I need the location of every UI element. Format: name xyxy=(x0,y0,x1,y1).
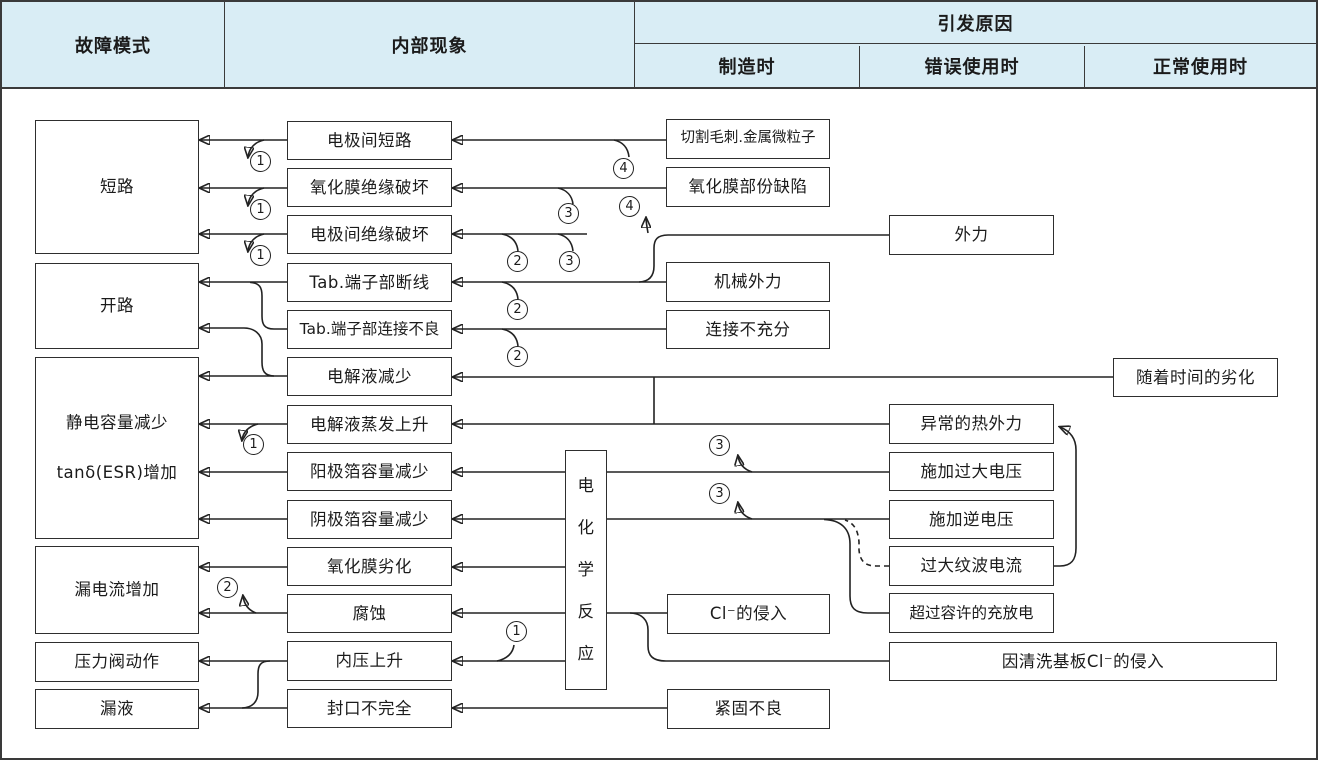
esr-increase-label: tanδ(ESR)增加 xyxy=(56,463,178,482)
node-poor-tightening: 紧固不良 xyxy=(667,689,830,729)
node-pressure-valve-operation: 压力阀动作 xyxy=(35,642,199,682)
node-internal-pressure-rise: 内压上升 xyxy=(287,641,452,681)
node-corrosion: 腐蚀 xyxy=(287,594,452,633)
node-anode-foil-capacity-decrease: 阳极箔容量减少 xyxy=(287,452,452,491)
node-cutting-burr-metal-particles: 切割毛刺.金属微粒子 xyxy=(666,119,830,159)
node-mechanical-force: 机械外力 xyxy=(666,262,830,302)
node-over-charge-discharge: 超过容许的充放电 xyxy=(889,593,1054,633)
node-inter-electrode-insulation-breakdown: 电极间绝缘破坏 xyxy=(287,215,452,254)
connector-mark-1: 1 xyxy=(250,151,271,172)
node-overvoltage: 施加过大电压 xyxy=(889,452,1054,491)
capacitance-decrease-label: 静电容量减少 xyxy=(66,413,168,433)
node-cathode-foil-capacity-decrease: 阴极箔容量减少 xyxy=(287,500,452,539)
table-header: 故障模式 内部现象 引发原因 制造时 错误使用时 正常使用时 xyxy=(2,2,1316,89)
node-oxide-film-insulation-breakdown: 氧化膜绝缘破坏 xyxy=(287,168,452,207)
node-electrochemical-reaction: 电化学反应 xyxy=(565,450,607,690)
connector-mark-4: 4 xyxy=(619,196,640,217)
node-tab-terminal-poor-connection: Tab.端子部连接不良 xyxy=(287,310,452,349)
header-cause-normal-use: 正常使用时 xyxy=(1153,57,1248,79)
connector-mark-2: 2 xyxy=(507,299,528,320)
connector-mark-2: 2 xyxy=(507,251,528,272)
node-oxide-film-partial-defect: 氧化膜部份缺陷 xyxy=(666,167,830,207)
node-liquid-leakage: 漏液 xyxy=(35,689,199,729)
node-electrode-short: 电极间短路 xyxy=(287,121,452,160)
connector-mark-1: 1 xyxy=(243,434,264,455)
node-external-force: 外力 xyxy=(889,215,1054,255)
node-pcb-cleaning-chloride-intrusion: 因清洗基板Cl⁻的侵入 xyxy=(889,642,1277,681)
node-reverse-voltage: 施加逆电压 xyxy=(889,500,1054,539)
connector-mark-3: 3 xyxy=(559,251,580,272)
wires-internal-to-failure xyxy=(200,140,287,708)
node-oxide-film-degradation: 氧化膜劣化 xyxy=(287,547,452,586)
node-short-circuit: 短路 xyxy=(35,120,199,254)
connector-mark-1: 1 xyxy=(250,245,271,266)
connector-mark-2: 2 xyxy=(217,577,238,598)
node-excessive-ripple-current: 过大纹波电流 xyxy=(889,546,1054,586)
header-cause-manufacturing: 制造时 xyxy=(635,45,860,87)
node-leakage-current-increase: 漏电流增加 xyxy=(35,546,199,634)
node-capacitance-decrease: 静电容量减少 tanδ(ESR)增加 xyxy=(35,357,199,539)
wires-cause-to-internal xyxy=(453,140,1113,708)
node-aging-degradation: 随着时间的劣化 xyxy=(1113,358,1278,397)
header-internal-phenomenon: 内部现象 xyxy=(225,2,635,87)
node-electrolyte-evaporation-rise: 电解液蒸发上升 xyxy=(287,405,452,444)
connector-mark-3: 3 xyxy=(558,203,579,224)
wires-connector-curls xyxy=(242,139,753,662)
node-incomplete-sealing: 封口不完全 xyxy=(287,689,452,728)
node-open-circuit: 开路 xyxy=(35,263,199,349)
node-tab-terminal-wire-break: Tab.端子部断线 xyxy=(287,263,452,302)
connector-mark-1: 1 xyxy=(506,621,527,642)
connector-mark-2: 2 xyxy=(507,346,528,367)
header-failure-mode: 故障模式 xyxy=(2,2,225,87)
header-cause: 引发原因 xyxy=(635,2,1316,44)
node-abnormal-heat: 异常的热外力 xyxy=(889,404,1054,444)
node-insufficient-connection: 连接不充分 xyxy=(666,310,830,349)
header-cause-misuse: 错误使用时 xyxy=(860,45,1085,87)
connector-mark-3: 3 xyxy=(709,435,730,456)
node-chloride-intrusion: Cl⁻的侵入 xyxy=(667,594,830,634)
connector-mark-1: 1 xyxy=(250,199,271,220)
connector-mark-3: 3 xyxy=(709,483,730,504)
node-electrolyte-decrease: 电解液减少 xyxy=(287,357,452,396)
connector-mark-4: 4 xyxy=(613,158,634,179)
